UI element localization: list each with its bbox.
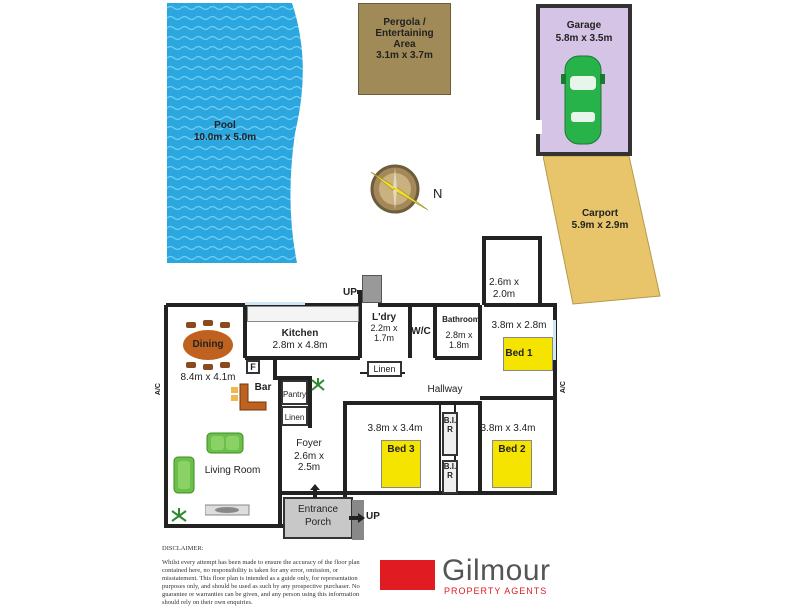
- compass-icon: [370, 164, 429, 214]
- bir1-label: B.I.R: [443, 416, 457, 434]
- kitchen-bench: [247, 306, 359, 322]
- armchair-icon: [173, 456, 195, 494]
- up-top-label: UP: [343, 287, 357, 298]
- carport-dims: 5.9m x 2.9m: [571, 220, 629, 231]
- ac-left-label: A/C: [155, 383, 162, 396]
- bed2-label: Bed 2: [498, 444, 526, 455]
- hallway-label: Hallway: [427, 384, 463, 395]
- kitchen-window: [245, 302, 305, 305]
- bed3-icon: [381, 440, 421, 488]
- linen-top-label: Linen: [373, 364, 396, 374]
- logo-name: Gilmour: [442, 554, 551, 587]
- logo-sub: PROPERTY AGENTS: [444, 586, 548, 596]
- bir2-box: [442, 460, 458, 494]
- laundry-dims: 2.2m x 1.7m: [370, 323, 398, 343]
- f-box: [246, 360, 260, 374]
- dining-dims: 8.4m x 4.1m: [180, 372, 236, 383]
- foyer-dims: 2.6m x 2.5m: [293, 451, 324, 473]
- up-bottom-label: UP: [366, 511, 380, 522]
- plant-icon-living: [171, 508, 187, 522]
- kitchen-dims: 2.8m x 4.8m: [272, 340, 328, 351]
- stairs-top: [362, 275, 382, 303]
- ac-right-label: A/C: [560, 381, 567, 394]
- foyer-label: Foyer: [296, 438, 322, 449]
- kitchen-label: Kitchen: [281, 328, 319, 339]
- sofa-icon: [206, 432, 244, 454]
- tv-unit-icon: [205, 504, 250, 516]
- carport-area: [543, 156, 661, 305]
- garage-dims: 5.8m x 3.5m: [555, 33, 613, 44]
- plant-icon-hall: [311, 378, 325, 391]
- bed2-icon: [492, 440, 532, 488]
- car-icon: [561, 55, 605, 145]
- pool-shape: [167, 3, 303, 263]
- bar-counter-icon: [231, 383, 267, 411]
- bar-label: Bar: [254, 382, 272, 393]
- pergola-line1: Pergola /: [383, 17, 426, 28]
- entry-arrow-icon: [310, 484, 320, 498]
- f-label: F: [250, 362, 256, 372]
- bathroom-dims: 2.8m x 1.8m: [445, 330, 473, 350]
- entrance-label: Entrance: [297, 504, 339, 515]
- pantry-label: Pantry: [282, 390, 307, 399]
- garage-door: [536, 120, 542, 134]
- bed2-dims: 3.8m x 3.4m: [480, 423, 536, 434]
- compass-north-label: N: [433, 186, 443, 201]
- disclaimer: DISCLAIMER: Whilst every attempt has bee…: [162, 545, 372, 607]
- pergola-line3: Area: [393, 39, 416, 50]
- wc-label: W/C: [411, 326, 431, 337]
- logo-mark: [380, 560, 435, 590]
- bed1-window: [553, 320, 556, 360]
- pantry-box: [281, 380, 308, 405]
- up-arrow-bottom-icon: [349, 513, 365, 523]
- porch-label: Porch: [304, 517, 332, 528]
- pool-title: Pool: [214, 120, 236, 131]
- dining-table-icon: [183, 320, 233, 370]
- bathroom-label: Bathroom: [442, 315, 480, 324]
- disclaimer-title: DISCLAIMER:: [162, 545, 204, 552]
- bed1-icon: [503, 337, 553, 371]
- pergola-area: [358, 3, 451, 95]
- garage-title: Garage: [566, 20, 602, 31]
- bir2-label: B.I.R: [443, 462, 457, 480]
- bed1-label: Bed 1: [505, 348, 533, 359]
- laundry-label: L'dry: [371, 312, 397, 323]
- linen-top-box: [367, 361, 402, 377]
- linen-left-box: [281, 406, 308, 426]
- pool-dims: 10.0m x 5.0m: [193, 132, 257, 143]
- ensuite-dims-1: 2.6m x: [488, 277, 519, 288]
- dining-label: Dining: [192, 339, 224, 350]
- ensuite-dims-2: 2.0m: [492, 289, 516, 300]
- carport-title: Carport: [581, 208, 619, 219]
- bed1-dims: 3.8m x 2.8m: [491, 320, 547, 331]
- bir1-box: [442, 412, 458, 456]
- living-label: Living Room: [204, 465, 261, 476]
- pergola-dims: 3.1m x 3.7m: [376, 50, 433, 61]
- pool-area: [167, 3, 307, 263]
- linen-left-label: Linen: [284, 413, 305, 422]
- bed3-dims: 3.8m x 3.4m: [367, 423, 423, 434]
- bed3-label: Bed 3: [387, 444, 415, 455]
- pergola-line2: Entertaining: [375, 28, 434, 39]
